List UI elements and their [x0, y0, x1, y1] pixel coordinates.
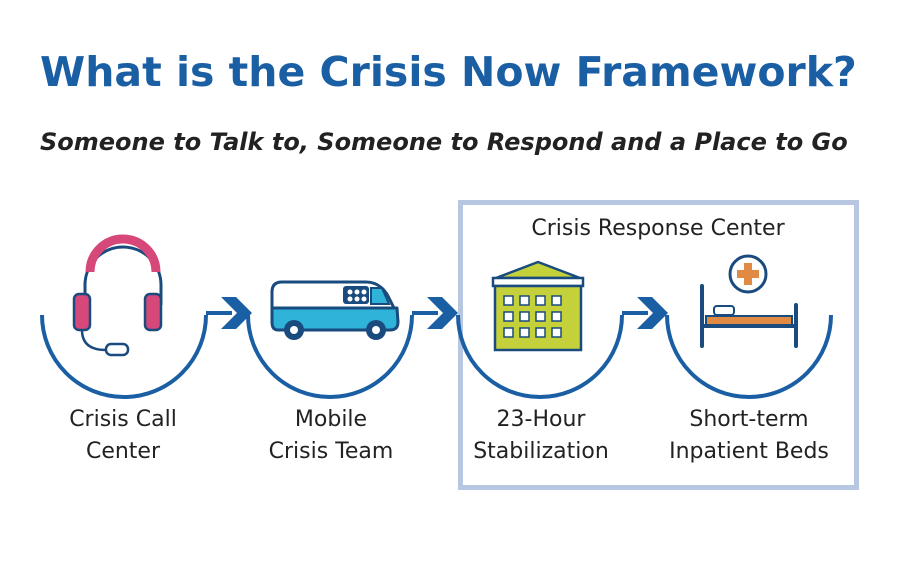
flow-arrow-2 [412, 297, 458, 329]
stage-arc-1 [40, 314, 208, 399]
stage-label-line2: Inpatient Beds [669, 439, 829, 464]
hospital-bed-icon [700, 254, 798, 348]
stage-arc-2 [246, 314, 414, 399]
crisis-response-center-box [458, 200, 859, 490]
stage-label-line1: Short-term [689, 407, 809, 432]
stage-arc-4 [665, 314, 833, 399]
crisis-response-center-label: Crisis Response Center [531, 216, 785, 241]
flow-arrow-3 [622, 297, 668, 329]
stage-label-line2: Center [85, 439, 161, 464]
stage-label-line2: Stabilization [473, 439, 609, 464]
stage-label-line1: 23-Hour [496, 407, 586, 432]
stage-label-crisis-call-center: Crisis Call Center [28, 404, 218, 468]
page-title: What is the Crisis Now Framework? [40, 48, 857, 96]
stage-label-mobile-crisis-team: Mobile Crisis Team [236, 404, 426, 468]
flow-arrow-1 [206, 297, 252, 329]
stage-label-line1: Mobile [294, 407, 368, 432]
van-icon [270, 280, 400, 340]
stage-label-line2: Crisis Team [268, 439, 394, 464]
page-subtitle: Someone to Talk to, Someone to Respond a… [40, 128, 848, 156]
stage-label-line1: Crisis Call [69, 407, 177, 432]
stage-arc-3 [456, 314, 624, 399]
building-icon [491, 260, 585, 352]
stage-label-23-hour-stabilization: 23-Hour Stabilization [446, 404, 636, 468]
headset-icon [72, 234, 163, 357]
stage-label-short-term-inpatient-beds: Short-term Inpatient Beds [649, 404, 849, 468]
